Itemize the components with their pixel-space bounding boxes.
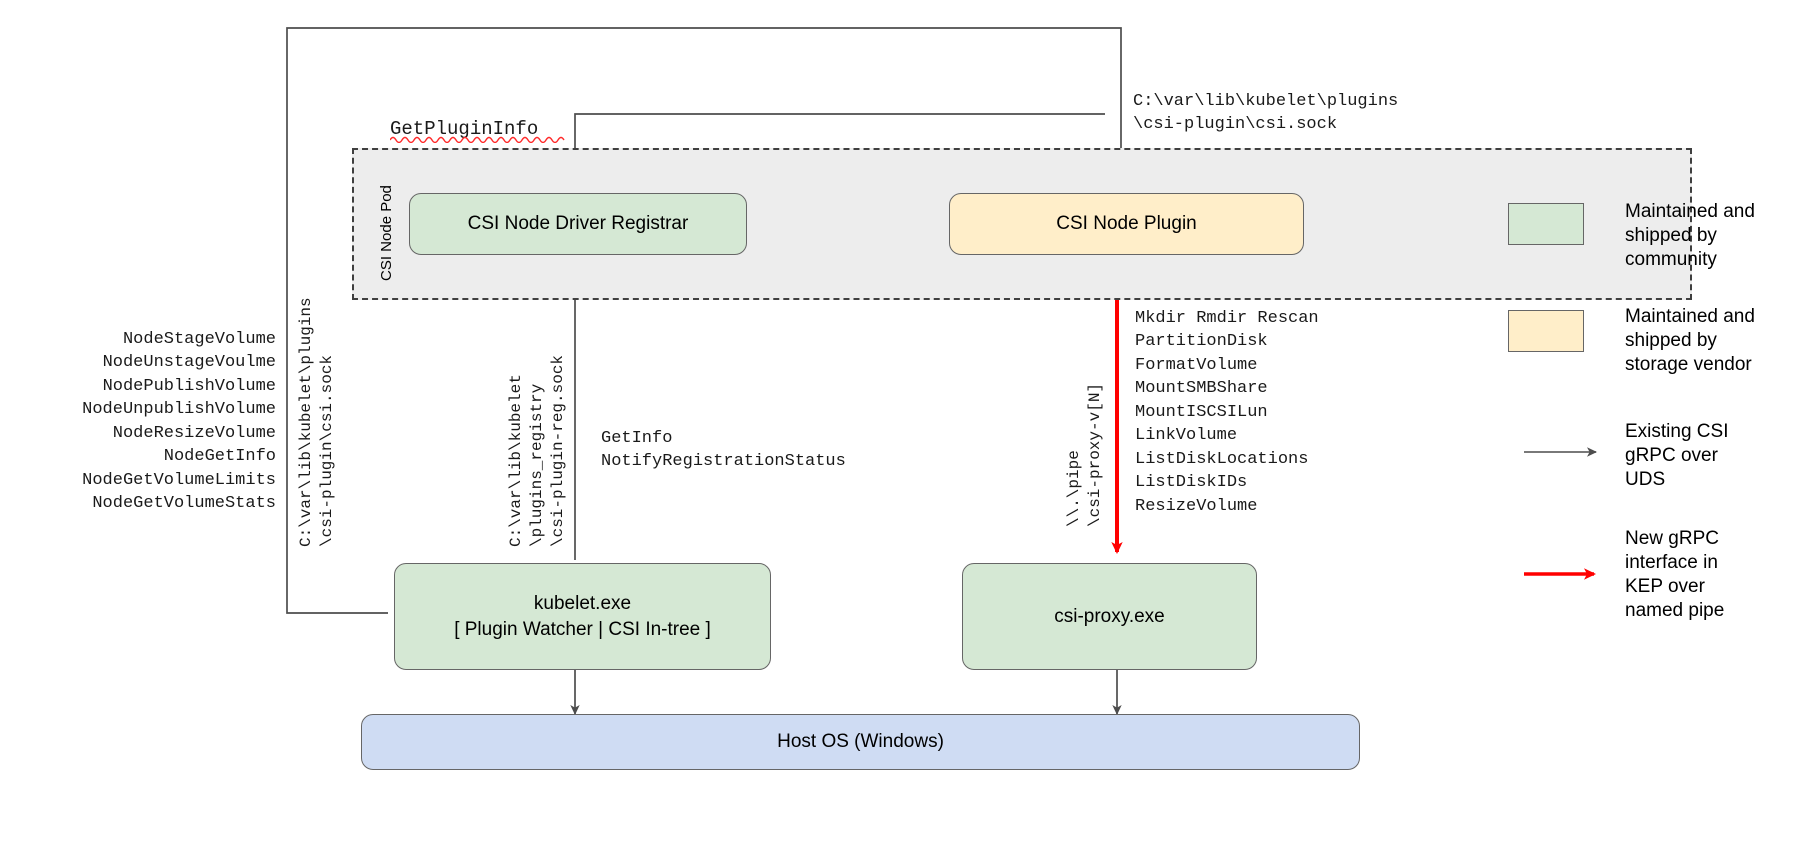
label-node-service-operations: NodeStageVolume NodeUnstageVoulme NodePu…: [82, 330, 276, 514]
node-csi-node-plugin[interactable]: CSI Node Plugin: [949, 193, 1304, 255]
legend-swatch-community: [1508, 203, 1584, 245]
node-csi-node-plugin-label: CSI Node Plugin: [1056, 213, 1197, 235]
label-named-pipe-path-vertical: \\.\pipe \csi-proxy-v[N]: [1065, 382, 1104, 527]
label-csi-socket-path-vertical: C:\var\lib\kubelet\plugins \csi-plugin\c…: [297, 297, 336, 547]
node-kubelet-exe-label-line2: [ Plugin Watcher | CSI In-tree ]: [454, 618, 711, 640]
node-kubelet-exe[interactable]: kubelet.exe [ Plugin Watcher | CSI In-tr…: [394, 563, 771, 670]
label-proxy-api-operations: Mkdir Rmdir Rescan PartitionDisk FormatV…: [1135, 309, 1319, 516]
legend-swatch-storage-vendor: [1508, 310, 1584, 352]
csi-node-pod-label: CSI Node Pod: [378, 185, 395, 281]
node-csi-node-driver-registrar-label: CSI Node Driver Registrar: [467, 213, 689, 235]
node-csi-proxy-exe-label: csi-proxy.exe: [1054, 605, 1165, 627]
node-csi-node-driver-registrar[interactable]: CSI Node Driver Registrar: [409, 193, 747, 255]
node-csi-proxy-exe[interactable]: csi-proxy.exe: [962, 563, 1257, 670]
node-host-os-label: Host OS (Windows): [777, 731, 944, 753]
legend-label-existing-csi-grpc: Existing CSI gRPC over UDS: [1625, 421, 1729, 490]
label-plugin-socket-path: C:\var\lib\kubelet\plugins \csi-plugin\c…: [1133, 92, 1399, 135]
spellcheck-squiggle-icon: [390, 136, 565, 143]
node-host-os[interactable]: Host OS (Windows): [361, 714, 1360, 770]
legend-label-new-grpc-kep: New gRPC interface in KEP over named pip…: [1625, 528, 1725, 621]
node-kubelet-exe-label-line1: kubelet.exe: [533, 592, 632, 614]
legend-label-community: Maintained and shipped by community: [1625, 201, 1755, 270]
legend-label-storage-vendor: Maintained and shipped by storage vendor: [1625, 306, 1755, 375]
label-registry-socket-path-vertical: C:\var\lib\kubelet \plugins_registry \cs…: [507, 354, 567, 547]
label-registrar-grpc-calls: GetInfo NotifyRegistrationStatus: [601, 429, 846, 472]
